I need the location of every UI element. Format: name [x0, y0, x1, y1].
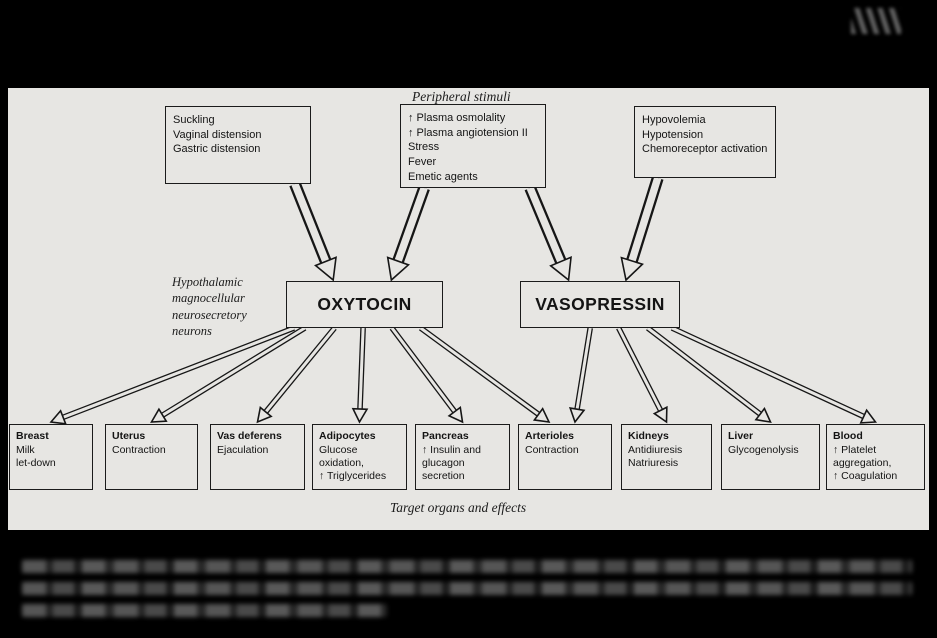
target-organ-name: Breast — [16, 430, 49, 442]
target-effect-text: Ejaculation — [217, 444, 269, 457]
arrow-oxytocin-to-t3 — [256, 326, 337, 424]
stimulus-box-s2: ↑ Plasma osmolality ↑ Plasma angiotension… — [400, 104, 546, 188]
arrow-s2-to-oxytocin — [386, 185, 430, 282]
arrows-layer — [49, 176, 878, 425]
stimulus-text: Hypotension — [642, 128, 704, 141]
caption-blur-line — [22, 604, 387, 617]
target-effect-text: Antidiuresis — [628, 444, 683, 457]
stimulus-text: Vaginal distension — [173, 128, 262, 141]
target-effect-text: Glucose — [319, 444, 358, 457]
corner-scribble — [851, 8, 901, 34]
target-organ-name: Arterioles — [525, 430, 575, 442]
target-organs-label: Target organs and effects — [390, 500, 527, 515]
stimulus-text: Gastric distension — [173, 143, 261, 156]
arrow-vasopressin-to-t7 — [616, 326, 668, 424]
target-effect-text: Natriuresis — [628, 457, 679, 470]
stimulus-text: Chemoreceptor activation — [642, 143, 768, 156]
target-effect-text: Contraction — [525, 444, 579, 457]
neurons-label-line: magnocellular — [172, 291, 245, 306]
diagram-area: Peripheral stimuli Hypothalamic magnocell… — [8, 88, 929, 530]
caption-blur-line — [22, 582, 912, 595]
target-organ-name: Vas deferens — [217, 430, 282, 442]
target-effect-text: glucagon — [422, 457, 465, 470]
target-organ-name: Adipocytes — [319, 430, 376, 442]
stimulus-text: Fever — [408, 155, 437, 168]
target-effect-text: ↑ Triglycerides — [319, 470, 387, 483]
stimulus-text: Stress — [408, 141, 440, 154]
target-effect-text: Contraction — [112, 444, 166, 457]
arrow-vasopressin-to-t8 — [646, 325, 772, 424]
stimulus-text: Hypovolemia — [642, 114, 706, 126]
neurons-label-line: Hypothalamic — [172, 275, 243, 289]
target-effect-text: oxidation, — [319, 457, 364, 470]
arrow-s1-to-oxytocin — [289, 181, 337, 282]
target-effect-text: Milk — [16, 444, 35, 457]
stimulus-text: ↑ Plasma angiotension II — [408, 126, 528, 139]
target-organ-name: Uterus — [112, 430, 146, 442]
neurons-label-line: neurons — [172, 323, 212, 338]
arrow-oxytocin-to-t4 — [351, 327, 369, 424]
target-organ-name: Pancreas — [422, 430, 469, 442]
target-effect-text: ↑ Insulin and — [422, 444, 481, 457]
stimulus-text: Emetic agents — [408, 170, 478, 183]
neurons-label-line: neurosecretory — [172, 307, 247, 322]
arrow-oxytocin-to-t5 — [389, 326, 464, 424]
target-effect-text: aggregation, — [833, 457, 892, 470]
target-effect-text: ↑ Platelet — [833, 444, 877, 457]
blurred-caption — [22, 560, 912, 626]
arrow-oxytocin-to-t6 — [418, 325, 551, 423]
arrow-oxytocin-to-t1 — [49, 325, 296, 425]
target-organ-name: Blood — [833, 430, 863, 442]
target-effect-text: Glycogenolysis — [728, 444, 799, 457]
target-effect-text: ↑ Coagulation — [833, 470, 898, 483]
arrow-s2-to-vasopressin — [524, 185, 572, 282]
target-organ-name: Kidneys — [628, 430, 669, 442]
target-organ-name: Liver — [728, 430, 754, 442]
stimulus-text: Suckling — [173, 114, 215, 126]
hormone-box-vasopressin: VASOPRESSIN — [520, 281, 680, 328]
target-effect-text: secretion — [422, 470, 465, 483]
target-effect-text: let-down — [16, 457, 56, 470]
arrow-vasopressin-to-t6 — [568, 327, 593, 424]
arrow-vasopressin-to-t9 — [670, 325, 878, 424]
hormone-box-oxytocin: OXYTOCIN — [286, 281, 443, 328]
stimulus-text: ↑ Plasma osmolality — [408, 112, 506, 124]
arrow-oxytocin-to-t2 — [150, 325, 307, 423]
caption-blur-line — [22, 560, 912, 573]
peripheral-stimuli-label: Peripheral stimuli — [412, 89, 511, 104]
arrow-s3-to-vasopressin — [620, 176, 664, 282]
